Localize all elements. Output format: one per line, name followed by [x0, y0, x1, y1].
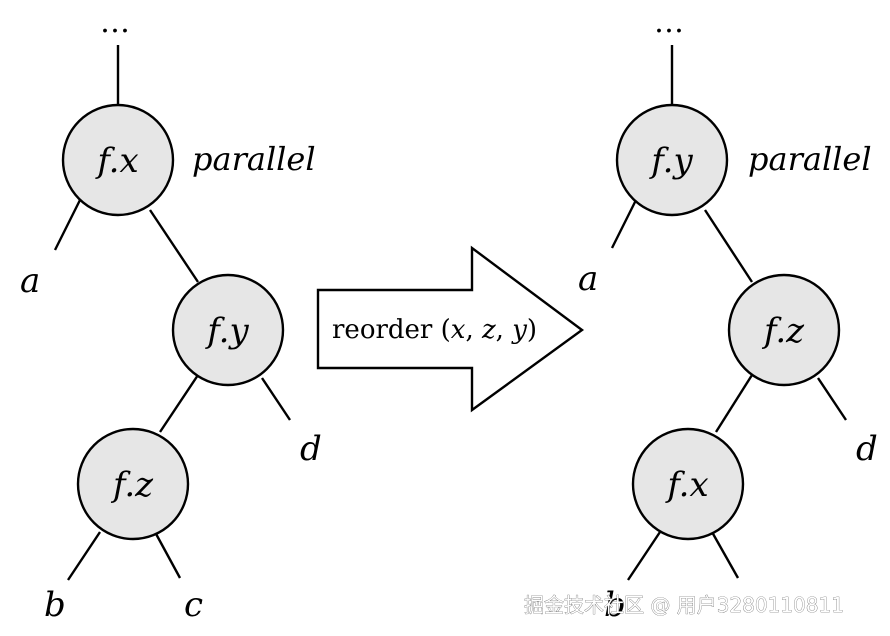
right-edge-fz-fx [714, 374, 754, 433]
left-node-fz: f.z [76, 427, 190, 541]
right-leaf-d: d [856, 429, 878, 469]
arrow-label-var1: x [451, 315, 466, 345]
left-edge-fy-fz [159, 374, 199, 433]
right-node-fz-label: f.z [761, 311, 805, 351]
arrow-label-sep2: , [496, 315, 513, 345]
right-edge-fy-fz [703, 209, 754, 283]
left-tree: … f.x f.y f.z parallel a d b c [20, 5, 322, 625]
right-leaf-a: a [578, 259, 598, 299]
left-leaf-a: a [20, 261, 40, 301]
right-tree: … f.y f.z f.x parallel a d b [578, 5, 878, 625]
left-edge-fx-fy [149, 209, 199, 283]
right-node-fy-circle [615, 103, 729, 217]
right-node-fy-label: f.y [648, 141, 693, 181]
left-node-fx-label: f.x [94, 141, 138, 181]
left-leaf-c: c [184, 585, 203, 625]
right-annotation-parallel: parallel [748, 140, 872, 178]
left-node-fz-circle [76, 427, 190, 541]
arrow-label-var2: z [481, 315, 496, 345]
left-node-fy: f.y [171, 273, 285, 387]
right-edge-fx-b [627, 531, 661, 581]
left-node-fz-label: f.z [110, 465, 154, 505]
reorder-arrow: reorder (x, z, y) [316, 245, 585, 413]
left-node-fx-circle [61, 103, 175, 217]
left-node-fx: f.x [61, 103, 175, 217]
left-edge-fz-b [67, 531, 101, 581]
right-edge-fy-a [610, 199, 638, 249]
left-leaf-d: d [300, 429, 322, 469]
left-top-ellipsis: … [100, 5, 130, 40]
right-node-fz: f.z [727, 273, 841, 387]
left-node-fy-circle [171, 273, 285, 387]
watermark: 掘金技术社区 @ 用户3280110811 [524, 593, 844, 617]
arrow-label-var3: y [511, 315, 527, 345]
right-node-fx-circle [631, 427, 745, 541]
arrow-shape [316, 245, 585, 413]
right-node-fy: f.y [615, 103, 729, 217]
left-edge-fz-c [153, 531, 182, 579]
right-edge-fx-c [710, 531, 740, 579]
right-node-fx: f.x [631, 427, 745, 541]
arrow-label-prefix: reorder ( [332, 315, 451, 345]
right-node-fx-label: f.x [664, 465, 708, 505]
arrow-label-suffix: ) [527, 315, 537, 345]
right-top-ellipsis: … [654, 5, 684, 40]
right-node-fz-circle [727, 273, 841, 387]
arrow-label-sep1: , [465, 315, 482, 345]
left-edge-fy-d [261, 377, 291, 421]
left-node-fy-label: f.y [204, 311, 249, 351]
arrow-label: reorder (x, z, y) [332, 315, 537, 345]
left-edge-fx-a [53, 199, 82, 251]
right-edge-fz-d [817, 377, 847, 421]
left-annotation-parallel: parallel [192, 140, 316, 178]
left-leaf-b: b [44, 585, 66, 625]
right-leaf-b: b [604, 585, 626, 625]
